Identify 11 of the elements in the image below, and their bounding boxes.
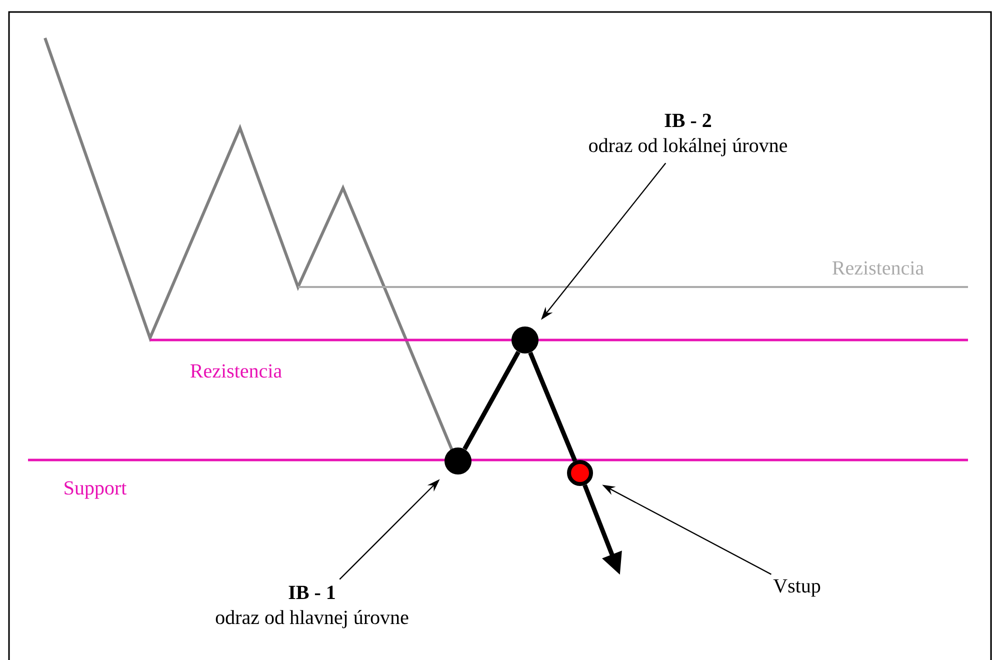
callout-text: IB - 1 odraz od hlavnej úrovne — [216, 586, 408, 628]
entry-dot — [567, 460, 593, 486]
callout-text: IB - 2 odraz od lokálnej úrovne — [589, 114, 788, 156]
point-dot — [512, 326, 538, 354]
point-dot — [444, 448, 472, 474]
price-line — [462, 350, 520, 450]
level-label: Support — [64, 481, 127, 499]
level-label: Rezistencia — [190, 364, 282, 378]
price-line — [528, 352, 578, 462]
callout-text: Vstup — [773, 579, 820, 597]
level-label: Rezistencia — [832, 261, 924, 275]
